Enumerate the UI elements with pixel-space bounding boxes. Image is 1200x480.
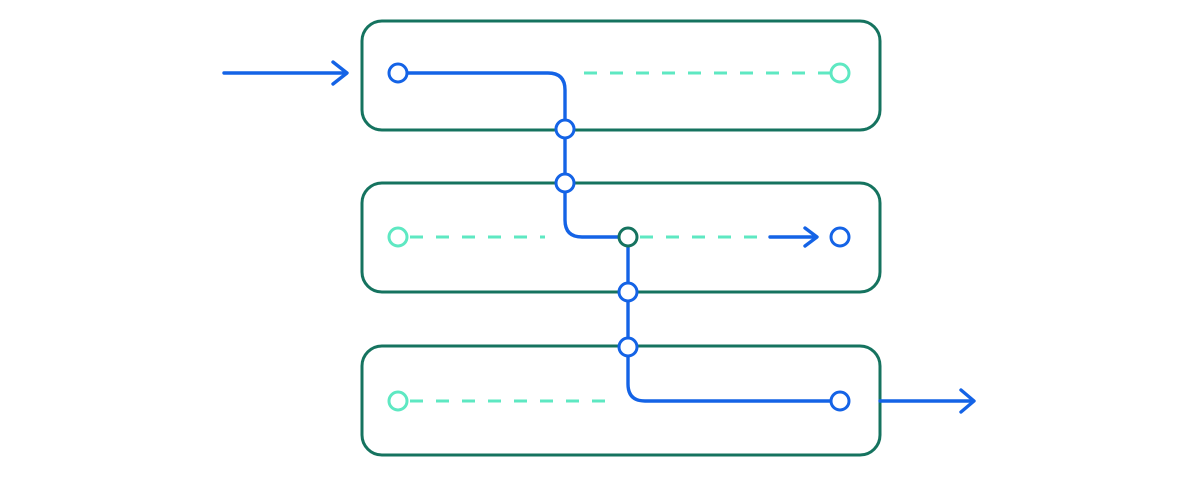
lane-2-merge-node-icon — [617, 226, 639, 248]
main-flow-path — [396, 71, 842, 403]
exit-arrow-icon — [878, 388, 976, 414]
lane-2-start-node-icon — [387, 226, 409, 248]
lane-3-start-node-icon — [387, 390, 409, 412]
lane-2-exit-port-icon — [617, 281, 639, 303]
lane-1-start-node-icon — [387, 62, 409, 84]
lane-3-entry-port-icon — [617, 336, 639, 358]
internal-arrow-icon — [768, 226, 819, 248]
lane-1-exit-port-icon — [554, 118, 576, 140]
lane-1 — [360, 19, 882, 132]
lane-1-end-node-icon — [829, 62, 851, 84]
lane-2-entry-port-icon — [554, 172, 576, 194]
lane-2-end-node-icon — [829, 226, 851, 248]
lane-3-end-node-icon — [829, 390, 851, 412]
entry-arrow-icon — [222, 60, 349, 86]
